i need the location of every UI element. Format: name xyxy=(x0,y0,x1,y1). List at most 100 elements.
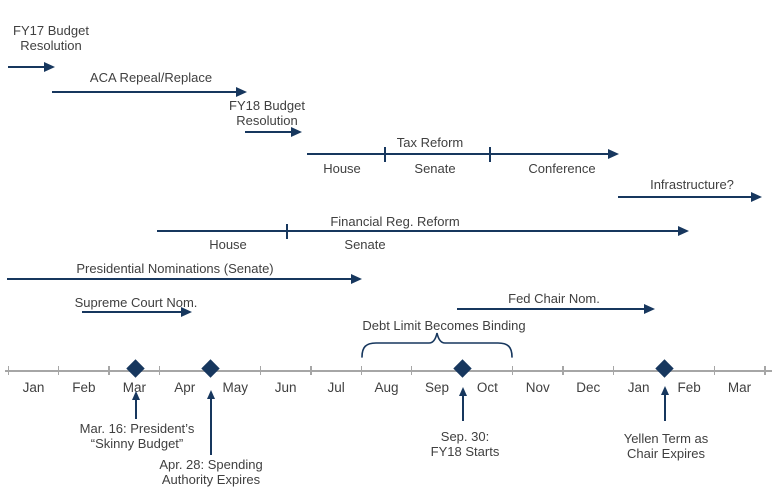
milestone-yellen xyxy=(654,358,674,378)
financial-reg-reform-arrow-divider-0 xyxy=(285,223,289,239)
sep-30-callout-arrowhead xyxy=(458,387,467,396)
infrastructure-arrow xyxy=(618,195,752,199)
yellen-callout-line: Yellen Term as xyxy=(623,431,709,446)
debt-limit-brace xyxy=(361,332,513,358)
tax-reform-arrow-head xyxy=(608,149,619,159)
infrastructure-label-line: Infrastructure? xyxy=(650,177,734,192)
aca-repeal-replace-arrow-head xyxy=(236,87,247,97)
tax-reform-house-label-line: House xyxy=(323,161,361,176)
fed-chair-nom-arrow xyxy=(457,307,645,311)
mar-16-callout-line: “Skinny Budget” xyxy=(90,436,184,451)
apr-28-callout-arrowline xyxy=(210,398,212,455)
tax-reform-arrow-divider-1 xyxy=(488,146,492,162)
tax-reform-arrow xyxy=(307,152,609,156)
month-label-8: Sep xyxy=(424,380,449,395)
milestone-sep-30 xyxy=(452,358,472,378)
tax-reform-label: Tax Reform xyxy=(397,135,463,150)
axis-tick-2 xyxy=(108,366,110,376)
financial-house-label: House xyxy=(209,237,247,252)
fy17-budget-resolution-label-line: FY17 Budget xyxy=(13,23,89,38)
sep-30-callout-line: FY18 Starts xyxy=(430,444,500,459)
tax-reform-senate-label: Senate xyxy=(414,161,455,176)
mar-16-callout: Mar. 16: President’s“Skinny Budget” xyxy=(80,421,195,451)
fy17-budget-resolution-arrow-head xyxy=(44,62,55,72)
fy18-budget-resolution-arrow xyxy=(245,130,292,134)
debt-limit-label-line: Debt Limit Becomes Binding xyxy=(362,318,526,333)
sep-30-callout-arrowline xyxy=(462,395,464,421)
fy18-budget-resolution-label-line: Resolution xyxy=(236,113,298,128)
fy17-budget-resolution-label-line: Resolution xyxy=(20,38,82,53)
debt-limit-label: Debt Limit Becomes Binding xyxy=(362,318,525,333)
financial-house-label-line: House xyxy=(209,237,247,252)
axis-tick-12 xyxy=(612,366,615,376)
supreme-court-nom-arrow-head xyxy=(181,307,192,317)
tax-reform-label-line: Tax Reform xyxy=(396,135,464,150)
fed-chair-nom-label-line: Fed Chair Nom. xyxy=(508,291,600,306)
milestone-apr-28 xyxy=(200,358,220,378)
supreme-court-nom-label-line: Supreme Court Nom. xyxy=(74,295,198,310)
axis-tick-10 xyxy=(511,366,514,376)
axis-tick-0 xyxy=(7,366,10,376)
presidential-nominations-arrow-head xyxy=(351,274,362,284)
timeline-axis xyxy=(5,370,772,372)
supreme-court-nom-arrow xyxy=(82,310,182,314)
sep-30-callout-line: Sep. 30: xyxy=(440,429,490,444)
mar-16-callout-arrowline xyxy=(135,399,137,419)
fy17-budget-resolution-arrow xyxy=(8,65,45,69)
axis-tick-6 xyxy=(310,366,312,376)
month-label-14: Mar xyxy=(727,380,752,395)
presidential-nominations-label: Presidential Nominations (Senate) xyxy=(76,261,273,276)
financial-reg-reform-label-line: Financial Reg. Reform xyxy=(330,214,460,229)
sep-30-callout: Sep. 30:FY18 Starts xyxy=(431,429,500,459)
month-label-0: Jan xyxy=(22,380,45,395)
financial-senate-label: Senate xyxy=(344,237,385,252)
infrastructure-label: Infrastructure? xyxy=(650,177,734,192)
month-label-1: Feb xyxy=(72,380,96,395)
infrastructure-arrow-head xyxy=(751,192,762,202)
fed-chair-nom-arrow-head xyxy=(644,304,655,314)
axis-tick-5 xyxy=(259,366,262,376)
milestone-mar-16 xyxy=(125,358,145,378)
aca-repeal-replace-label-line: ACA Repeal/Replace xyxy=(89,70,213,85)
financial-reg-reform-arrow-head xyxy=(678,226,689,236)
fed-chair-nom-label: Fed Chair Nom. xyxy=(508,291,600,306)
axis-tick-7 xyxy=(360,366,363,376)
month-label-13: Feb xyxy=(677,380,701,395)
tax-reform-conference-label-line: Conference xyxy=(528,161,596,176)
axis-tick-3 xyxy=(158,366,161,376)
tax-reform-arrow-divider-0 xyxy=(383,146,387,162)
apr-28-callout-line: Authority Expires xyxy=(161,472,261,487)
yellen-callout-line: Chair Expires xyxy=(626,446,706,461)
axis-tick-14 xyxy=(713,366,716,376)
financial-reg-reform-label: Financial Reg. Reform xyxy=(330,214,459,229)
month-label-6: Jul xyxy=(327,380,345,395)
month-label-4: May xyxy=(222,380,248,395)
yellen-callout-arrowhead xyxy=(660,386,669,395)
month-label-11: Dec xyxy=(576,380,601,395)
tax-reform-senate-label-line: Senate xyxy=(414,161,456,176)
month-label-9: Oct xyxy=(476,380,498,395)
month-label-3: Apr xyxy=(174,380,196,395)
fy18-budget-resolution-label-line: FY18 Budget xyxy=(229,98,305,113)
axis-tick-1 xyxy=(57,366,60,376)
mar-16-callout-line: Mar. 16: President’s xyxy=(79,421,195,436)
supreme-court-nom-label: Supreme Court Nom. xyxy=(75,295,198,310)
axis-tick-15 xyxy=(764,366,766,376)
apr-28-callout-arrowhead xyxy=(206,390,215,399)
yellen-callout-arrowline xyxy=(664,394,666,421)
financial-reg-reform-arrow xyxy=(157,229,679,233)
month-label-7: Aug xyxy=(374,380,399,395)
tax-reform-conference-label: Conference xyxy=(528,161,595,176)
month-label-5: Jun xyxy=(274,380,297,395)
mar-16-callout-arrowhead xyxy=(131,391,140,400)
axis-tick-11 xyxy=(562,366,564,376)
month-label-12: Jan xyxy=(627,380,650,395)
axis-tick-8 xyxy=(410,366,413,376)
aca-repeal-replace-label: ACA Repeal/Replace xyxy=(90,70,212,85)
tax-reform-house-label: House xyxy=(323,161,361,176)
